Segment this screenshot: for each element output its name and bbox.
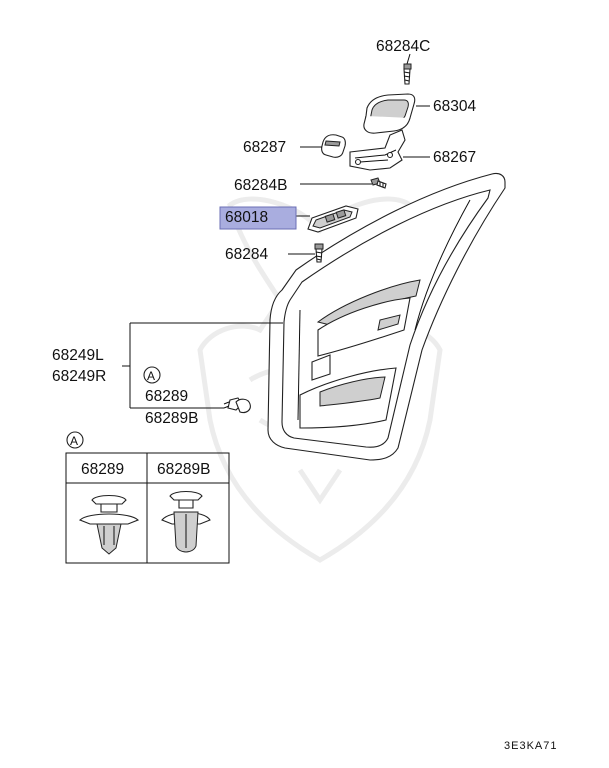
label-68284[interactable]: 68284 (225, 246, 268, 263)
label-68289[interactable]: 68289 (145, 388, 188, 405)
label-68287[interactable]: 68287 (243, 139, 286, 156)
label-68304[interactable]: 68304 (433, 98, 476, 115)
switch-68018 (307, 205, 359, 233)
handle-68287 (321, 134, 346, 158)
clip-table-header-68289B: 68289B (157, 461, 210, 478)
leader-lines (122, 53, 430, 409)
label-68249L[interactable]: 68249L (52, 347, 104, 364)
clip-68289B-drawing (161, 490, 211, 553)
clip-table-header-68289: 68289 (81, 461, 124, 478)
label-68284B[interactable]: 68284B (234, 177, 287, 194)
bracket-68267 (349, 129, 406, 171)
clip-table: A 68289 68289B (65, 431, 230, 564)
diagram-code: 3E3KA71 (504, 740, 557, 752)
screw-68284C (403, 63, 412, 85)
door-trim-panel (267, 172, 506, 461)
clip-68289-drawing (79, 494, 139, 555)
bezel-68304 (363, 93, 416, 134)
callout-marker-a: A (143, 366, 161, 384)
label-68249R[interactable]: 68249R (52, 368, 106, 385)
label-68284C[interactable]: 68284C (376, 38, 430, 55)
screw-68284 (314, 243, 324, 263)
clip-table-marker-text: A (70, 434, 78, 448)
label-68267[interactable]: 68267 (433, 149, 476, 166)
label-68018[interactable]: 68018 (225, 209, 268, 226)
screw-68284B (370, 177, 387, 189)
highlight-box-68018 (219, 206, 297, 230)
callout-marker-a-text: A (147, 369, 155, 383)
clip-68289-mounted (223, 397, 251, 414)
label-68289B[interactable]: 68289B (145, 410, 198, 427)
